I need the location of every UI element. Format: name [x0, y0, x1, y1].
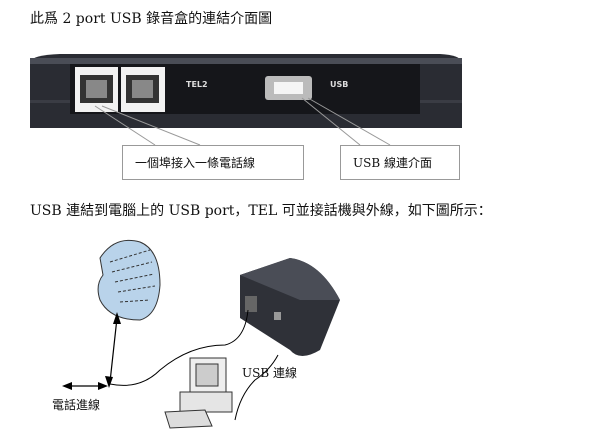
connection-diagram: [62, 239, 340, 429]
connection-text: USB 連結到電腦上的 USB port，TEL 可並接話機與外線，如下圖所示：: [30, 203, 492, 219]
computer-icon: [164, 357, 233, 429]
usb-cable-label: USB 連線: [242, 366, 297, 380]
arrows: [68, 317, 118, 387]
telephone-icon: [97, 239, 161, 321]
intro-text: 此爲 2 port USB 錄音盒的連結介面圖: [30, 11, 273, 27]
rj11-jack-icon: [121, 67, 165, 112]
usb-port-icon: [265, 76, 312, 100]
rj11-jack-icon: [75, 67, 118, 112]
tel2-port-label: TEL2: [186, 80, 208, 89]
arrowhead-icon: [62, 312, 121, 390]
callout-usb-port: USB 線連介面: [340, 145, 460, 180]
leader-lines: [94, 97, 391, 146]
usb-port-label: USB: [330, 80, 348, 89]
callout-phone-port: 一個埠接入一條電話線: [122, 145, 304, 180]
phone-line-label: 電話進線: [52, 398, 101, 412]
cables: [109, 309, 279, 421]
device-front-photo: TEL2 USB: [30, 54, 462, 146]
recording-box-icon: [240, 258, 340, 356]
